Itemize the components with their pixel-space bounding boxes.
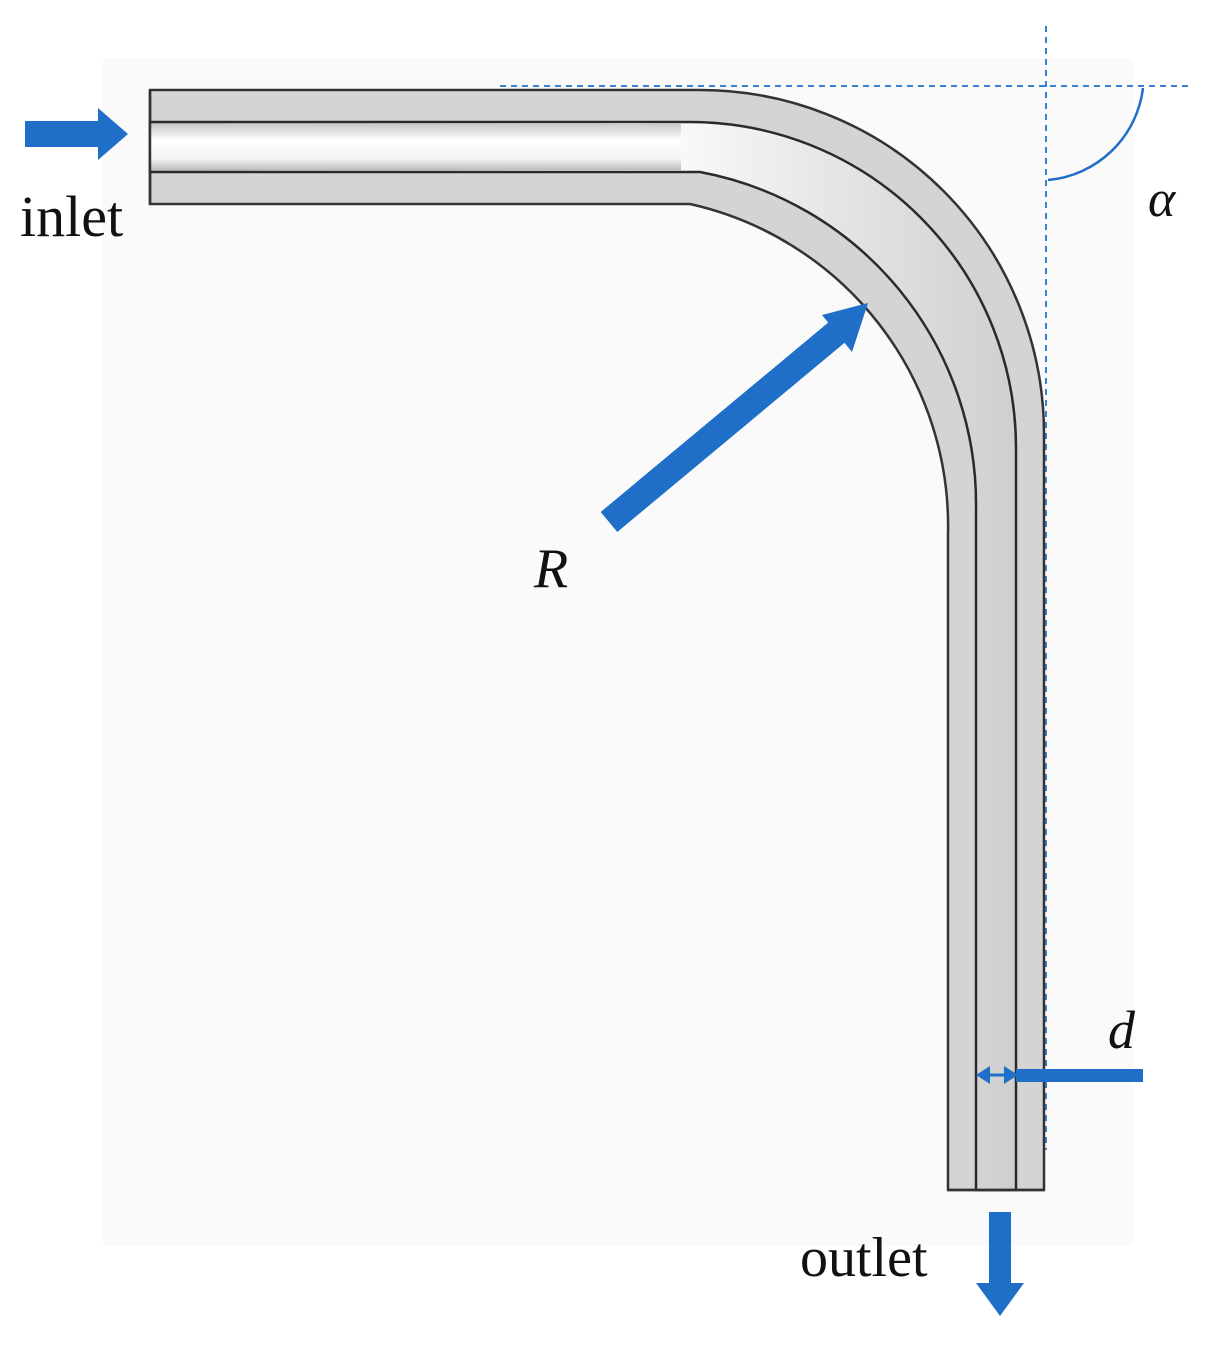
angle-arc bbox=[1047, 87, 1145, 182]
pipe-bore bbox=[148, 120, 1018, 1192]
arrow-down-icon bbox=[976, 1212, 1024, 1316]
angle-label: α bbox=[1148, 171, 1177, 228]
reference-guides bbox=[500, 26, 1192, 1150]
pipe-outer-wall bbox=[148, 88, 1046, 1192]
radius-label: R bbox=[533, 538, 568, 600]
arrow-up-right-icon bbox=[600, 303, 868, 532]
arrow-right-icon bbox=[25, 108, 128, 160]
pipe bbox=[148, 88, 1046, 1192]
pipe-bore-horizontal-shading bbox=[151, 124, 681, 170]
inlet-label: inlet bbox=[20, 184, 123, 249]
outlet-label: outlet bbox=[800, 1227, 928, 1289]
diameter-label: d bbox=[1108, 1000, 1136, 1060]
double-arrow-icon bbox=[976, 1066, 1143, 1084]
